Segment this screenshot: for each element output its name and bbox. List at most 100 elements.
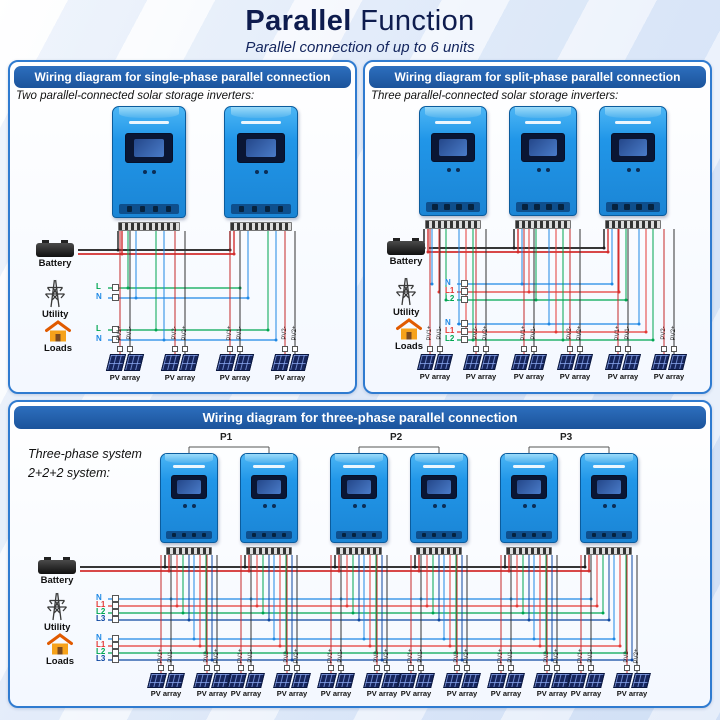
terminal-strip: [230, 221, 292, 231]
pv-panel-icon: [288, 353, 310, 371]
pv-panel-icon: [480, 353, 499, 370]
line-label-L1: L1: [96, 599, 106, 609]
breaker-box: [461, 287, 468, 295]
pv-panel-icon: [417, 353, 436, 370]
inverter-display: [438, 138, 468, 157]
inverter-logo: [343, 465, 375, 469]
utility-pole-icon: [47, 592, 68, 620]
line-label-L3: L3: [96, 653, 106, 663]
pv-panel-icon: [227, 672, 247, 688]
line-label-L: L: [96, 323, 101, 333]
pv-array: [443, 672, 481, 688]
pv-terminal-label: PV2-: [282, 326, 288, 340]
pv-panel-icon: [631, 672, 651, 688]
inverter-ports: [166, 530, 212, 539]
line-label-N: N: [96, 291, 102, 301]
pv-terminal-label: PV2+: [554, 648, 560, 664]
inverter-screen: [237, 133, 285, 163]
line-label-L2: L2: [96, 646, 106, 656]
inverter-display: [528, 138, 558, 157]
page-title-strong: Parallel: [245, 5, 352, 37]
inverter-display: [133, 139, 165, 157]
pv-terminal-label: PV1-: [588, 649, 594, 663]
utility-label: Utility: [44, 621, 71, 633]
battery-icon: [387, 237, 425, 255]
pv-terminal-label: PV1-: [625, 326, 631, 340]
pv-panel-icon: [613, 672, 633, 688]
pv-terminal-label: PV1+: [328, 648, 334, 664]
pv-panel-icon: [668, 353, 687, 370]
inverter: [509, 105, 577, 216]
house-icon: [46, 633, 73, 655]
pv-array-label: PV array: [150, 688, 182, 698]
pv-connector-box: [227, 345, 233, 352]
inverter-buttons: [600, 168, 666, 173]
pv-array-label: PV array: [653, 371, 685, 381]
pv-connector-box: [588, 664, 594, 671]
wiring-layer: [80, 446, 638, 673]
pv-panel-icon: [363, 672, 383, 688]
pv-connector-box: [408, 664, 414, 671]
terminal-strip: [605, 219, 661, 229]
inverter: [224, 105, 298, 218]
line-label-L1: L1: [445, 325, 455, 335]
pv-panel-icon: [270, 353, 292, 371]
inverter-screen: [431, 132, 475, 162]
pv-array-label: PV array: [196, 688, 228, 698]
line-label-L1: L1: [96, 639, 106, 649]
utility-label: Utility: [393, 306, 420, 318]
loads: Loads: [395, 318, 423, 352]
pv-array-label: PV array: [230, 688, 262, 698]
terminal-strip: [586, 546, 632, 555]
pv-panel-icon: [434, 353, 453, 370]
pv-array: [511, 353, 547, 370]
inverter-logo: [434, 120, 472, 124]
battery: Battery: [36, 239, 74, 269]
pv-terminal-label: PV2-: [624, 649, 630, 663]
inverter-buttons: [420, 168, 486, 173]
pv-panel-icon: [291, 672, 311, 688]
pv-terminal-label: PV1-: [437, 326, 443, 340]
pv-panel-icon: [605, 353, 624, 370]
pv-array: [193, 672, 231, 688]
panel-split-phase: Wiring diagram for split-phase parallel …: [363, 59, 712, 394]
pv-connector-box: [158, 664, 164, 671]
breaker-box: [112, 648, 119, 656]
pv-panel-icon: [245, 672, 265, 688]
battery-label: Battery: [38, 257, 72, 269]
pv-connector-box: [328, 664, 334, 671]
pv-panel-icon: [415, 672, 435, 688]
pv-array-label: PV array: [109, 372, 141, 382]
inverter-display: [427, 479, 451, 494]
pv-connector-box: [384, 664, 390, 671]
breaker-box: [112, 641, 119, 649]
pv-terminal-label: PV2-: [204, 649, 210, 663]
line-label-L2: L2: [445, 293, 455, 303]
page-subtitle: Parallel connection of up to 6 units: [245, 38, 475, 56]
terminal-strip: [506, 546, 552, 555]
pv-terminal-label: PV2-: [473, 326, 479, 340]
pv-terminal-label: PV2-: [284, 649, 290, 663]
pv-panel-icon: [505, 672, 525, 688]
pv-array-label: PV array: [446, 688, 478, 698]
pv-connector-box: [634, 664, 640, 671]
inverter-display: [597, 479, 621, 494]
pv-array-label: PV array: [536, 688, 568, 698]
pv-connector-box: [473, 345, 479, 352]
utility: Utility: [42, 278, 68, 320]
inverter: [330, 452, 388, 543]
pv-terminal-label: PV2+: [292, 325, 298, 341]
panel-description-single-phase: Two parallel-connected solar storage inv…: [16, 89, 255, 102]
breaker-box: [461, 295, 468, 303]
pv-panel-icon: [533, 672, 553, 688]
pv-terminal-label: PV1-: [418, 649, 424, 663]
pv-panel-icon: [335, 672, 355, 688]
pv-connector-box: [127, 345, 133, 352]
pv-terminal-label: PV1+: [117, 325, 123, 341]
pv-terminal-label: PV2+: [214, 648, 220, 664]
pv-array-label: PV array: [616, 688, 648, 698]
pv-panel-icon: [233, 353, 255, 371]
